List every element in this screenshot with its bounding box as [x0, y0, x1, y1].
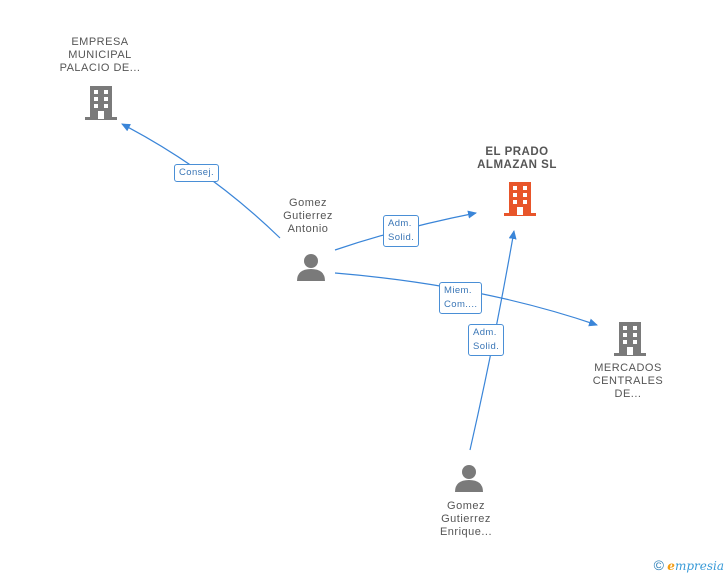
node-gomez-enrique-line2: Gutierrez [441, 513, 491, 525]
edge-label-consej-line1: Consej. [179, 167, 215, 178]
edge-label-line2: Solid. [388, 232, 415, 243]
node-mercados-line2: CENTRALES [592, 375, 664, 387]
edge-label-line1: Adm. [473, 327, 497, 338]
node-gomez-enrique-line1: Gomez [447, 500, 485, 512]
node-gomez-enrique[interactable]: Gomez Gutierrez Enrique... [416, 500, 516, 539]
copyright-icon: © [653, 557, 664, 573]
edge-label-miem-com[interactable]: Miem. Com.... [439, 282, 483, 314]
building-icon [85, 86, 117, 120]
brand-logo: empresia [667, 559, 724, 573]
edge-label-consej[interactable]: Consej. [174, 164, 220, 182]
brand-rest: mpresia [674, 559, 724, 573]
footer-brand: © empresia [654, 557, 724, 573]
edge-label-line1: Adm. [388, 218, 412, 229]
node-gomez-antonio-line2: Gutierrez [283, 210, 333, 222]
node-gomez-enrique-line3: Enrique... [439, 526, 493, 538]
edge-label-line1: Miem. [444, 285, 472, 296]
node-empresa-municipal-line2: MUNICIPAL [68, 49, 132, 61]
node-empresa-municipal-line3: PALACIO DE... [59, 62, 141, 74]
node-gomez-antonio-line3: Antonio [287, 223, 329, 235]
node-gomez-antonio[interactable]: Gomez Gutierrez Antonio [258, 197, 358, 236]
edge-label-adm-solid-enrique[interactable]: Adm. Solid. [468, 324, 505, 356]
node-el-prado[interactable]: EL PRADO ALMAZAN SL [457, 146, 577, 172]
node-el-prado-line2: ALMAZAN SL [477, 159, 557, 171]
brand-initial: e [667, 559, 675, 573]
building-icon [614, 322, 646, 356]
person-icon [297, 254, 325, 281]
edge-label-adm-solid-antonio[interactable]: Adm. Solid. [383, 215, 420, 247]
edge-label-line2: Solid. [473, 341, 500, 352]
building-main-icon [504, 182, 536, 216]
edge-label-line2: Com.... [444, 299, 478, 310]
node-empresa-municipal[interactable]: EMPRESA MUNICIPAL PALACIO DE... [40, 36, 160, 75]
node-mercados-line1: MERCADOS [594, 362, 662, 374]
node-mercados[interactable]: MERCADOS CENTRALES DE... [568, 362, 688, 401]
person-icon [455, 465, 483, 492]
node-gomez-antonio-line1: Gomez [289, 197, 327, 209]
node-empresa-municipal-line1: EMPRESA [71, 36, 129, 48]
node-mercados-line3: DE... [614, 388, 642, 400]
node-el-prado-line1: EL PRADO [485, 146, 549, 158]
